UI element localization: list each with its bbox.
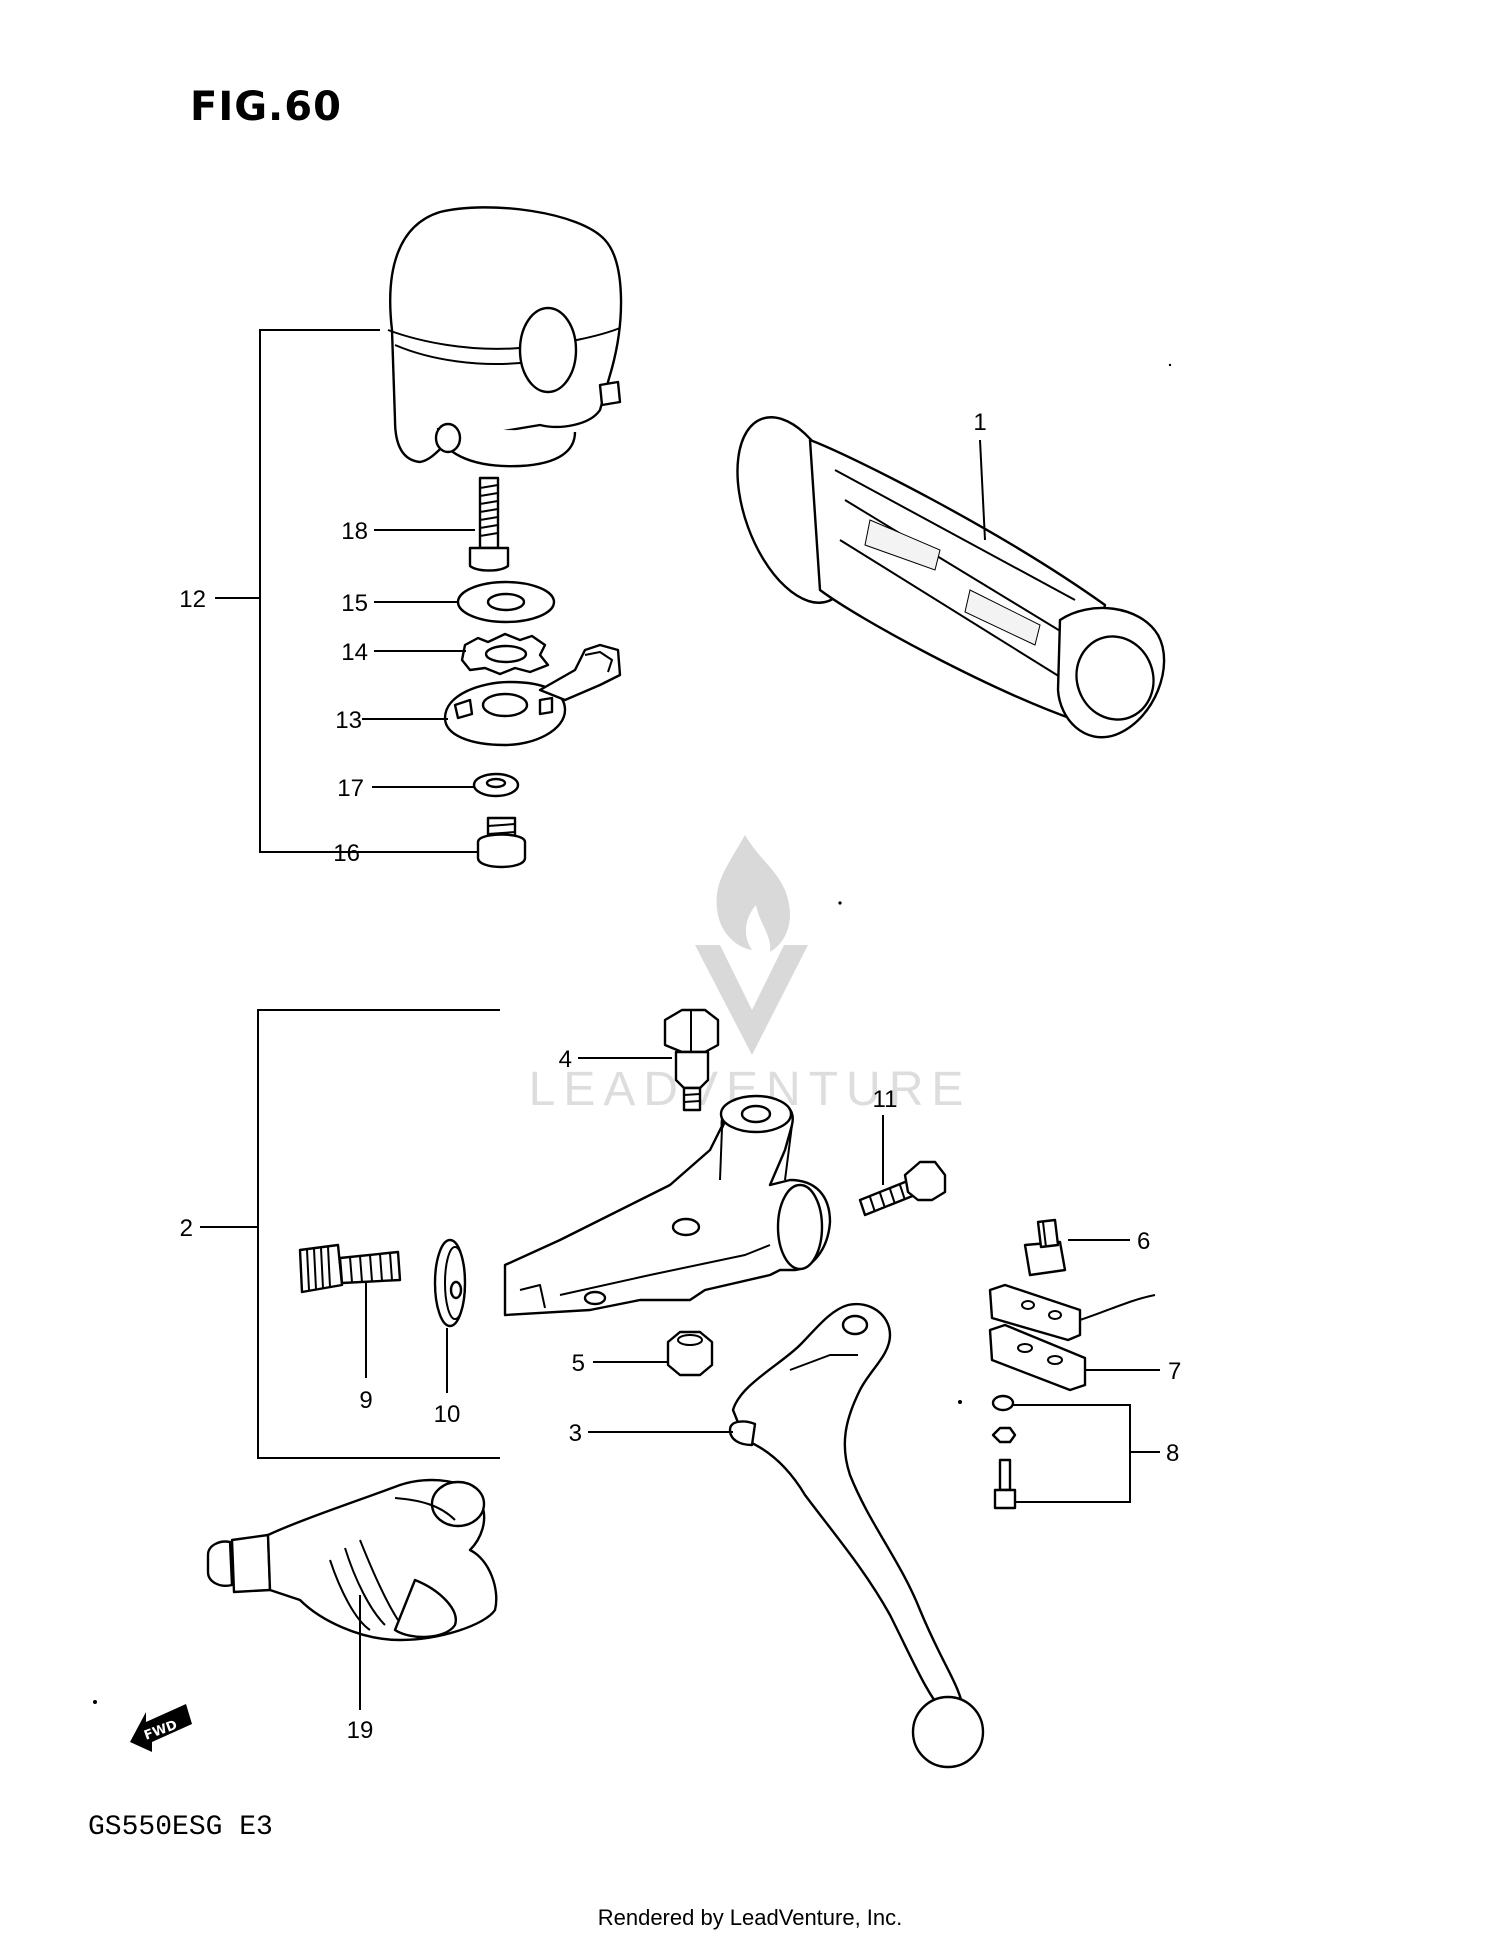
washer-15: [374, 580, 556, 624]
switch-7: [988, 1283, 1160, 1392]
screw-18: [374, 476, 510, 572]
bracket-8: [1010, 1404, 1160, 1503]
callout-8: 8: [1166, 1440, 1179, 1467]
callout-12: 12: [179, 586, 206, 613]
bracket-12: [215, 329, 380, 853]
callout-4: 4: [559, 1046, 572, 1073]
callout-19: 19: [347, 1717, 374, 1744]
bracket-2: [200, 1009, 500, 1459]
locknut-10: 10: [434, 1238, 467, 1428]
callout-5: 5: [572, 1350, 585, 1377]
callout-11: 11: [873, 1086, 898, 1113]
callout-18: 18: [341, 518, 368, 545]
model-code: GS550ESG E3: [88, 1812, 273, 1843]
callout-3: 3: [569, 1420, 582, 1447]
handlebar-grip: 1: [736, 409, 1166, 739]
switch-housing: [387, 206, 623, 468]
callout-13: 13: [335, 707, 362, 734]
cable-perch-19: 19: [206, 1478, 498, 1744]
callout-1: 1: [973, 409, 986, 436]
callout-9: 9: [359, 1387, 372, 1414]
callout-2: 2: [180, 1215, 193, 1242]
adjuster-bolt-9: 9: [298, 1243, 402, 1414]
callout-7: 7: [1168, 1358, 1181, 1385]
callout-6: 6: [1137, 1228, 1150, 1255]
callout-14: 14: [341, 639, 368, 666]
figure-title: FIG.60: [190, 84, 342, 130]
tab-washer-14: [374, 632, 550, 676]
screw-set-8: [958, 1394, 1017, 1510]
fwd-direction-badge: FWD: [130, 1704, 192, 1752]
scan-dot: [1168, 363, 1172, 367]
nut-5: [593, 1330, 714, 1377]
callout-10: 10: [434, 1401, 461, 1428]
callout-16: 16: [333, 840, 360, 867]
callout-17: 17: [337, 775, 364, 802]
leadventure-watermark: LEADVENTURE: [529, 835, 963, 1116]
scan-dot: [93, 1700, 97, 1704]
lever-holder: [503, 1094, 832, 1317]
connector-6: [1023, 1218, 1130, 1277]
callout-15: 15: [341, 590, 368, 617]
clutch-lever: [588, 1302, 985, 1769]
screw-16: [370, 816, 527, 869]
footer-credit: Rendered by LeadVenture, Inc.: [597, 1905, 903, 1930]
washer-17: [372, 772, 520, 798]
scan-dot: [838, 901, 842, 905]
bolt-11: 11: [858, 1086, 947, 1217]
bolt-4: [578, 1008, 720, 1112]
choke-lever-13: [362, 643, 622, 747]
